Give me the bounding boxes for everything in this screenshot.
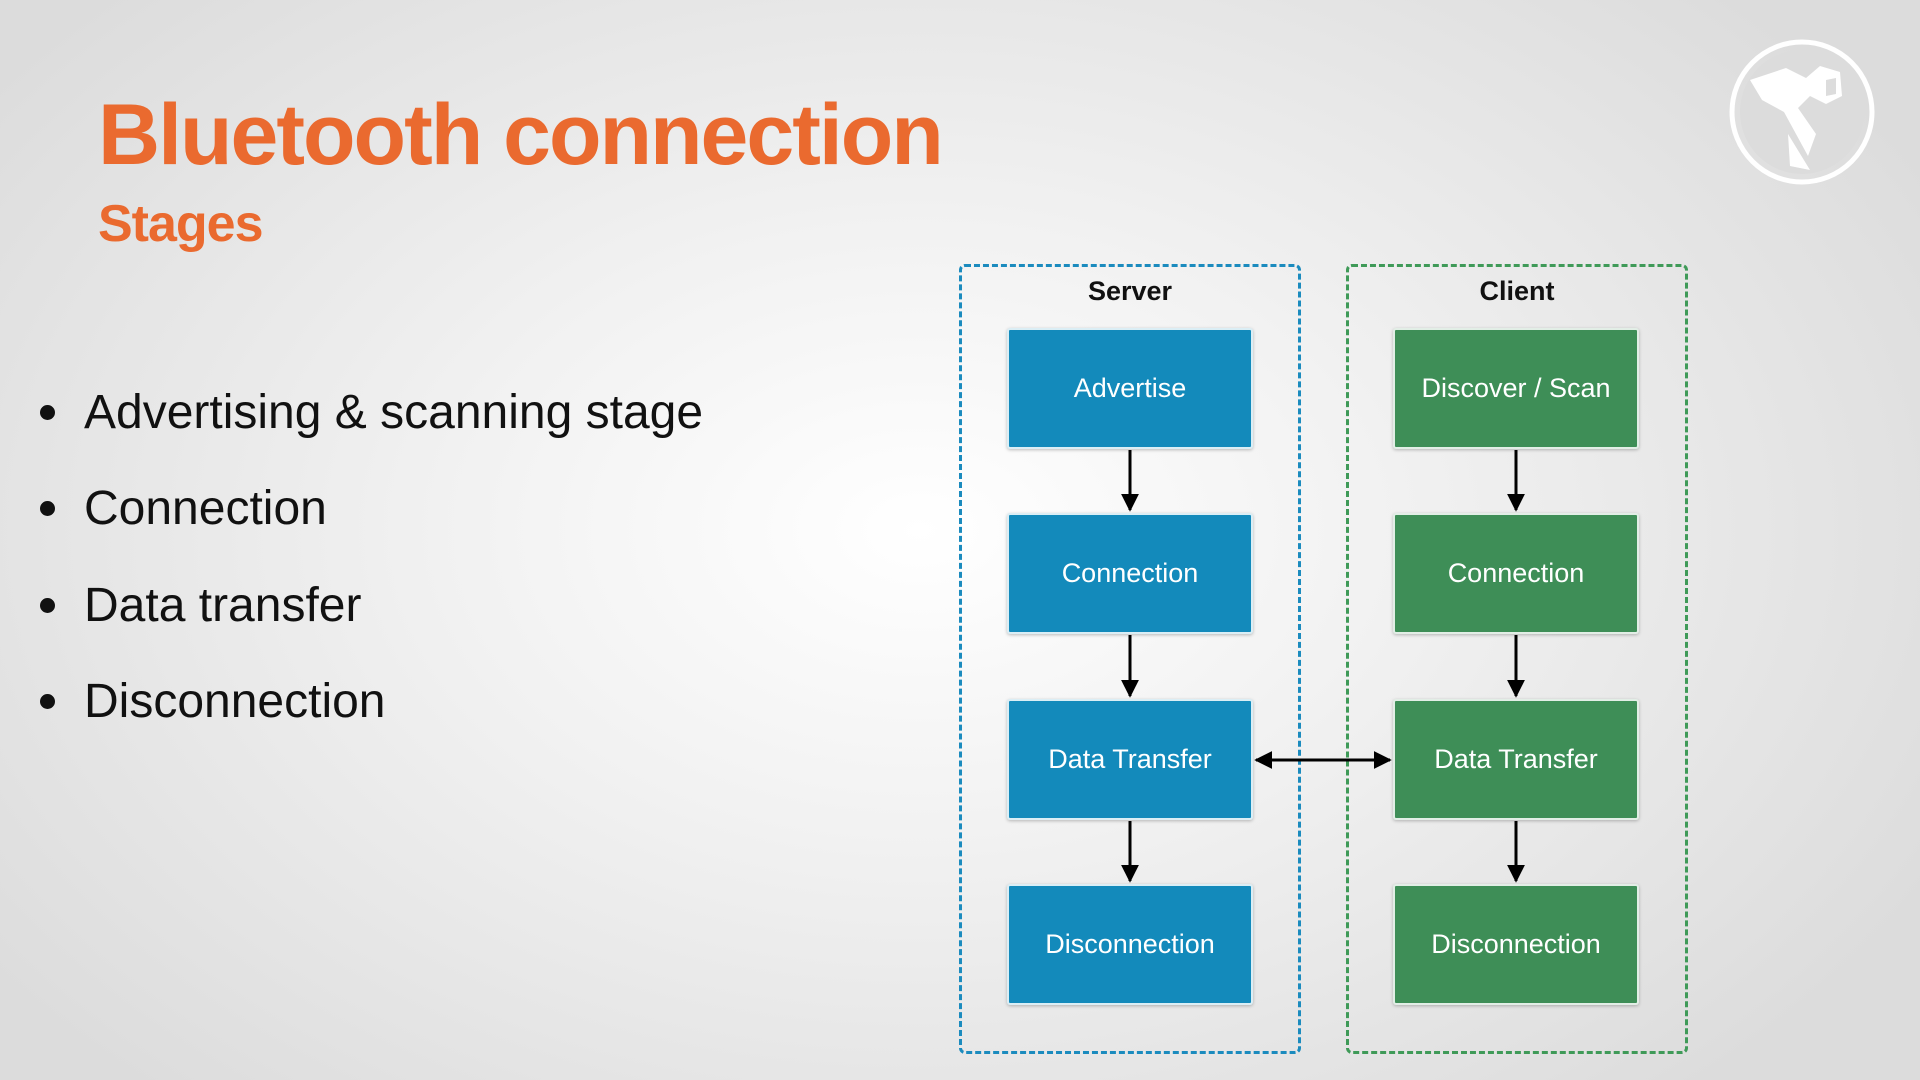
bullet-item: Disconnection <box>30 654 703 751</box>
logo-icon <box>1729 39 1875 185</box>
server-lane <box>959 264 1301 1054</box>
bullet-text: Disconnection <box>84 675 386 729</box>
bullet-dot-icon <box>40 404 55 420</box>
client-lane-label: Client <box>1479 276 1555 306</box>
bullet-text: Advertising & scanning stage <box>84 385 704 439</box>
slide-title: Bluetooth connection <box>98 87 944 183</box>
bullet-item: Connection <box>30 461 703 558</box>
bullet-item: Advertising & scanning stage <box>30 364 703 461</box>
server-node-disconnection: Disconnection <box>1007 884 1253 1005</box>
client-node-data-transfer: Data Transfer <box>1393 699 1639 820</box>
server-node-connection: Connection <box>1007 513 1253 634</box>
bullet-text: Connection <box>84 482 327 536</box>
client-node-connection: Connection <box>1393 513 1639 634</box>
server-node-advertise: Advertise <box>1007 328 1253 449</box>
client-node-discover-scan: Discover / Scan <box>1393 328 1639 449</box>
bullet-item: Data transfer <box>30 557 703 654</box>
server-node-data-transfer: Data Transfer <box>1007 699 1253 820</box>
bullet-text: Data transfer <box>84 578 362 632</box>
bullet-dot-icon <box>40 694 55 710</box>
server-lane-label: Server <box>1087 276 1173 306</box>
bullet-list: Advertising & scanning stage Connection … <box>30 364 703 750</box>
client-node-disconnection: Disconnection <box>1393 884 1639 1005</box>
bullet-dot-icon <box>40 501 55 517</box>
slide-subtitle: Stages <box>98 195 264 253</box>
bullet-dot-icon <box>40 597 55 613</box>
client-lane <box>1346 264 1688 1054</box>
